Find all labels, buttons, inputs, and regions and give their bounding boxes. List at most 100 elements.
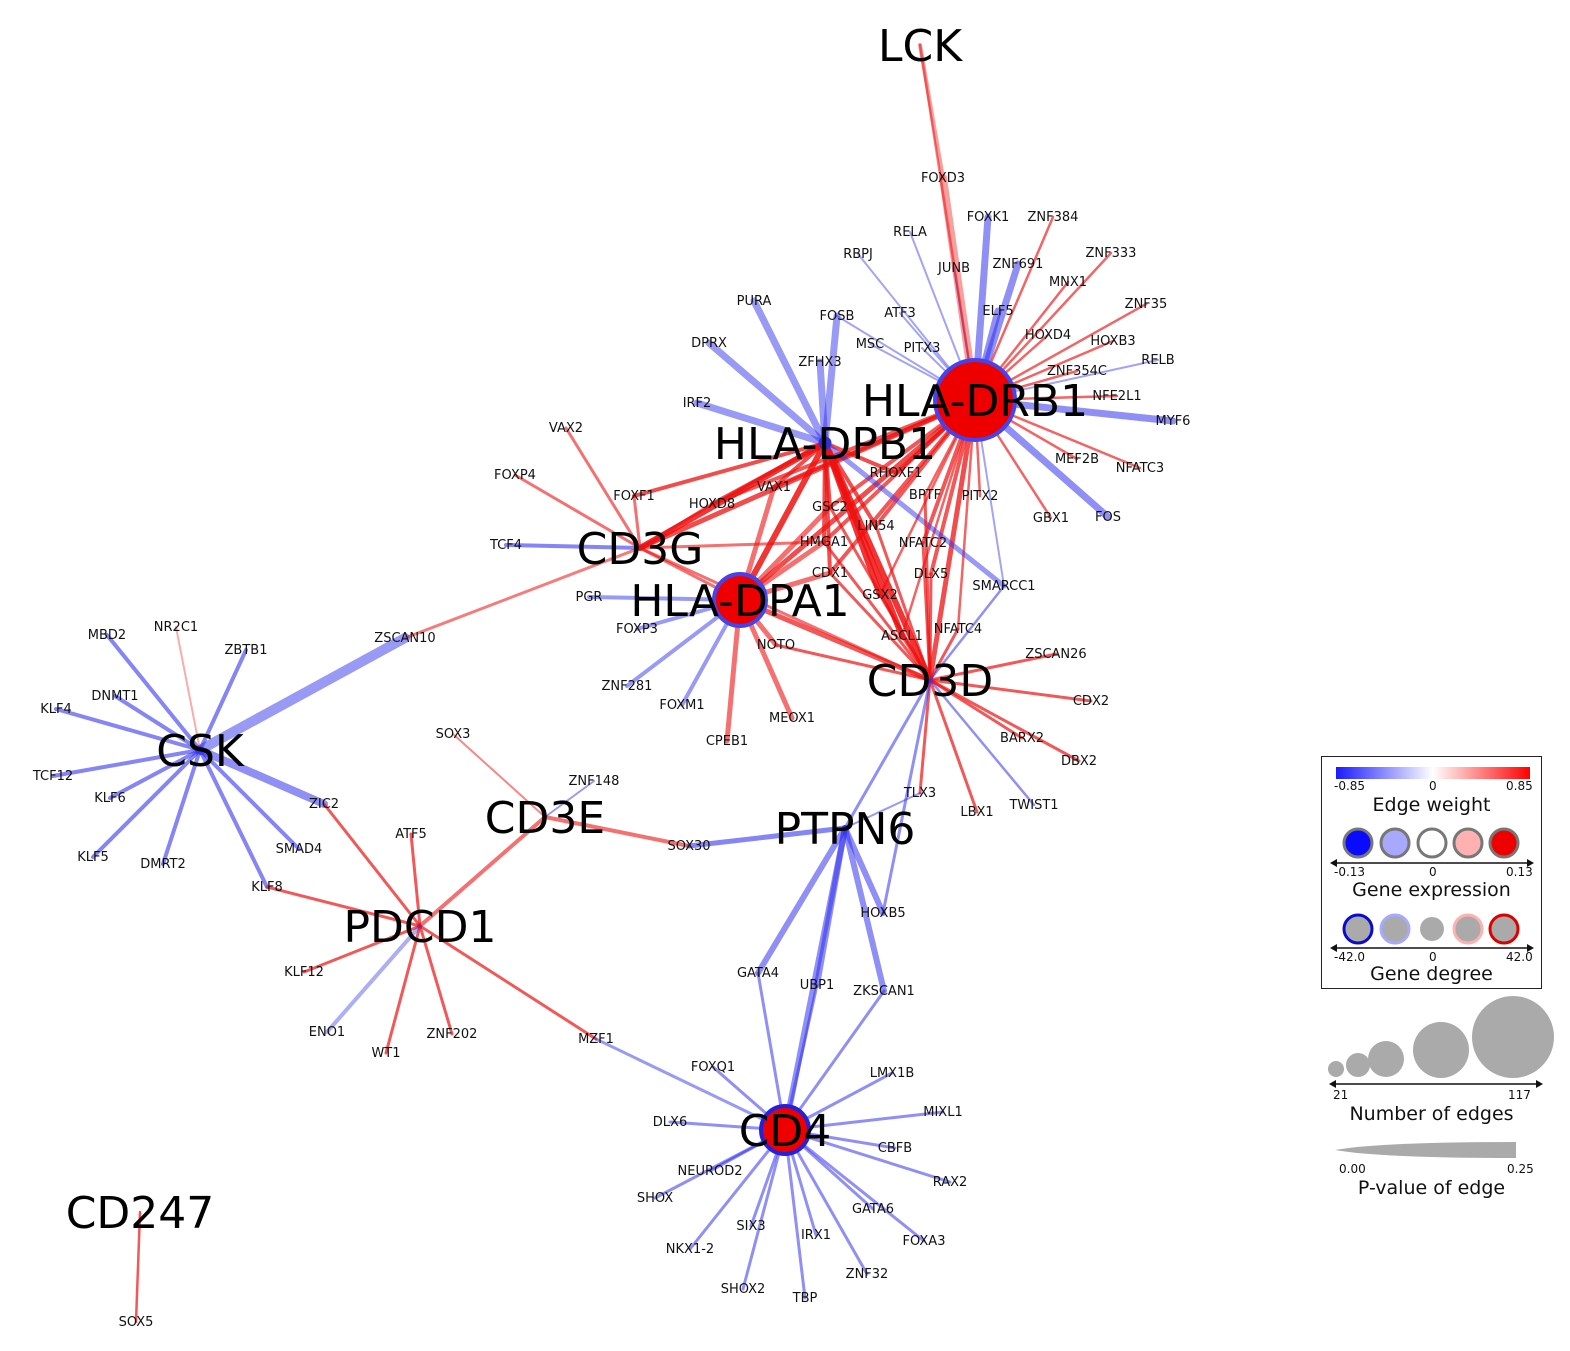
gene-label-tcf4[interactable]: TCF4 bbox=[489, 538, 522, 553]
gene-label-klf8[interactable]: KLF8 bbox=[251, 880, 283, 895]
gene-label-barx2[interactable]: BARX2 bbox=[1000, 731, 1044, 746]
gene-label-nkx1-2[interactable]: NKX1-2 bbox=[666, 1242, 714, 1257]
gene-label-gata6[interactable]: GATA6 bbox=[852, 1202, 894, 1217]
hub-label-pdcd1[interactable]: PDCD1 bbox=[343, 902, 496, 953]
gene-label-dprx[interactable]: DPRX bbox=[691, 336, 727, 351]
gene-label-noto[interactable]: NOTO bbox=[757, 638, 795, 653]
gene-label-elf5[interactable]: ELF5 bbox=[982, 304, 1013, 319]
gene-label-hoxd8[interactable]: HOXD8 bbox=[689, 497, 735, 512]
gene-label-meox1[interactable]: MEOX1 bbox=[769, 711, 815, 726]
gene-label-vax1[interactable]: VAX1 bbox=[757, 480, 791, 495]
gene-label-pitx2[interactable]: PITX2 bbox=[962, 489, 999, 504]
gene-label-foxk1[interactable]: FOXK1 bbox=[967, 210, 1010, 225]
gene-label-pitx3[interactable]: PITX3 bbox=[904, 341, 941, 356]
gene-label-foxa3[interactable]: FOXA3 bbox=[903, 1234, 946, 1249]
gene-label-cdx2[interactable]: CDX2 bbox=[1073, 694, 1109, 709]
hub-label-hla-dpb1[interactable]: HLA-DPB1 bbox=[714, 419, 936, 470]
gene-label-znf202[interactable]: ZNF202 bbox=[427, 1027, 478, 1042]
hub-label-hla-dpa1[interactable]: HLA-DPA1 bbox=[630, 576, 849, 627]
gene-label-hmga1[interactable]: HMGA1 bbox=[800, 535, 848, 550]
gene-label-gbx1[interactable]: GBX1 bbox=[1033, 511, 1069, 526]
gene-label-msc[interactable]: MSC bbox=[856, 337, 885, 352]
gene-label-nr2c1[interactable]: NR2C1 bbox=[154, 620, 198, 635]
gene-label-tlx3[interactable]: TLX3 bbox=[903, 786, 936, 801]
gene-label-zfhx3[interactable]: ZFHX3 bbox=[798, 355, 841, 370]
gene-label-tbp[interactable]: TBP bbox=[792, 1291, 818, 1306]
gene-label-atf3[interactable]: ATF3 bbox=[884, 306, 916, 321]
gene-label-irf2[interactable]: IRF2 bbox=[683, 396, 712, 411]
gene-label-ubp1[interactable]: UBP1 bbox=[800, 978, 835, 993]
hub-label-cd247[interactable]: CD247 bbox=[66, 1188, 215, 1239]
gene-label-znf32[interactable]: ZNF32 bbox=[846, 1267, 889, 1282]
gene-label-sox3[interactable]: SOX3 bbox=[436, 727, 471, 742]
gene-label-gata4[interactable]: GATA4 bbox=[737, 966, 779, 981]
gene-label-mbd2[interactable]: MBD2 bbox=[88, 628, 126, 643]
gene-label-klf5[interactable]: KLF5 bbox=[77, 850, 109, 865]
gene-label-zscan10[interactable]: ZSCAN10 bbox=[374, 631, 435, 646]
gene-label-six3[interactable]: SIX3 bbox=[736, 1219, 765, 1234]
gene-label-sox30[interactable]: SOX30 bbox=[667, 839, 710, 854]
gene-label-foxd3[interactable]: FOXD3 bbox=[921, 171, 965, 186]
gene-label-bptf[interactable]: BPTF bbox=[909, 488, 941, 503]
node-hla-dpb1[interactable] bbox=[818, 436, 832, 450]
node-cd4[interactable] bbox=[759, 1104, 811, 1156]
gene-label-cpeb1[interactable]: CPEB1 bbox=[706, 734, 748, 749]
gene-label-znf148[interactable]: ZNF148 bbox=[569, 774, 620, 789]
gene-label-foxq1[interactable]: FOXQ1 bbox=[691, 1060, 735, 1075]
gene-label-foxm1[interactable]: FOXM1 bbox=[659, 698, 704, 713]
gene-label-lin54[interactable]: LIN54 bbox=[857, 519, 894, 534]
gene-label-atf5[interactable]: ATF5 bbox=[395, 827, 427, 842]
gene-label-irx1[interactable]: IRX1 bbox=[801, 1228, 831, 1243]
gene-label-mzf1[interactable]: MZF1 bbox=[578, 1032, 614, 1047]
gene-label-hoxd4[interactable]: HOXD4 bbox=[1025, 328, 1071, 343]
gene-label-ascl1[interactable]: ASCL1 bbox=[881, 629, 923, 644]
gene-label-cdx1[interactable]: CDX1 bbox=[812, 566, 848, 581]
gene-label-zscan26[interactable]: ZSCAN26 bbox=[1025, 647, 1086, 662]
gene-label-myf6[interactable]: MYF6 bbox=[1156, 414, 1191, 429]
gene-label-rela[interactable]: RELA bbox=[893, 225, 927, 240]
gene-label-znf333[interactable]: ZNF333 bbox=[1086, 246, 1137, 261]
hub-label-ptpn6[interactable]: PTPN6 bbox=[775, 804, 916, 855]
gene-label-neurode2[interactable]: NEUROD2 bbox=[678, 1164, 743, 1179]
gene-label-zkscan1[interactable]: ZKSCAN1 bbox=[853, 984, 915, 999]
gene-label-mnx1[interactable]: MNX1 bbox=[1049, 275, 1087, 290]
gene-label-nfatc2[interactable]: NFATC2 bbox=[899, 536, 947, 551]
hub-label-lck[interactable]: LCK bbox=[878, 21, 963, 72]
gene-label-pura[interactable]: PURA bbox=[737, 294, 772, 309]
gene-label-lmx1b[interactable]: LMX1B bbox=[870, 1066, 915, 1081]
gene-label-klf12[interactable]: KLF12 bbox=[284, 965, 324, 980]
gene-label-mixl1[interactable]: MIXL1 bbox=[923, 1105, 962, 1120]
gene-label-foxp3[interactable]: FOXP3 bbox=[616, 622, 658, 637]
gene-label-smad4[interactable]: SMAD4 bbox=[276, 842, 323, 857]
node-hla-drb1[interactable] bbox=[933, 358, 1017, 442]
gene-label-rax2[interactable]: RAX2 bbox=[933, 1175, 968, 1190]
gene-label-shox[interactable]: SHOX bbox=[637, 1191, 673, 1206]
gene-label-vax2[interactable]: VAX2 bbox=[549, 421, 583, 436]
gene-label-klf6[interactable]: KLF6 bbox=[94, 791, 126, 806]
gene-label-relb[interactable]: RELB bbox=[1141, 353, 1174, 368]
gene-label-shox2[interactable]: SHOX2 bbox=[721, 1282, 766, 1297]
gene-label-zic2[interactable]: ZIC2 bbox=[309, 797, 339, 812]
gene-label-smarcc1[interactable]: SMARCC1 bbox=[972, 579, 1035, 594]
gene-label-znf35[interactable]: ZNF35 bbox=[1125, 297, 1168, 312]
hub-label-csk[interactable]: CSK bbox=[156, 726, 245, 777]
gene-label-junb[interactable]: JUNB bbox=[937, 261, 970, 276]
hub-label-cd3d[interactable]: CD3D bbox=[867, 656, 993, 707]
gene-label-fos[interactable]: FOS bbox=[1095, 510, 1121, 525]
gene-label-hoxb5[interactable]: HOXB5 bbox=[860, 906, 905, 921]
gene-label-gsx2[interactable]: GSX2 bbox=[862, 588, 898, 603]
gene-label-znf354c[interactable]: ZNF354C bbox=[1047, 364, 1107, 379]
gene-label-dmrt2[interactable]: DMRT2 bbox=[140, 857, 186, 872]
gene-label-znf384[interactable]: ZNF384 bbox=[1028, 210, 1079, 225]
gene-label-eno1[interactable]: ENO1 bbox=[309, 1025, 345, 1040]
gene-label-nfe2l1[interactable]: NFE2L1 bbox=[1092, 389, 1141, 404]
gene-label-znf281[interactable]: ZNF281 bbox=[602, 679, 653, 694]
gene-label-gsc2[interactable]: GSC2 bbox=[812, 500, 848, 515]
hub-label-cd4[interactable]: CD4 bbox=[739, 1106, 832, 1157]
gene-label-foxp4[interactable]: FOXP4 bbox=[494, 468, 536, 483]
hub-label-hla-drb1[interactable]: HLA-DRB1 bbox=[862, 376, 1088, 427]
gene-label-nfatc3[interactable]: NFATC3 bbox=[1116, 461, 1164, 476]
gene-label-nfatc4[interactable]: NFATC4 bbox=[934, 622, 982, 637]
gene-label-hoxb3[interactable]: HOXB3 bbox=[1090, 334, 1135, 349]
gene-label-klf4[interactable]: KLF4 bbox=[40, 702, 72, 717]
